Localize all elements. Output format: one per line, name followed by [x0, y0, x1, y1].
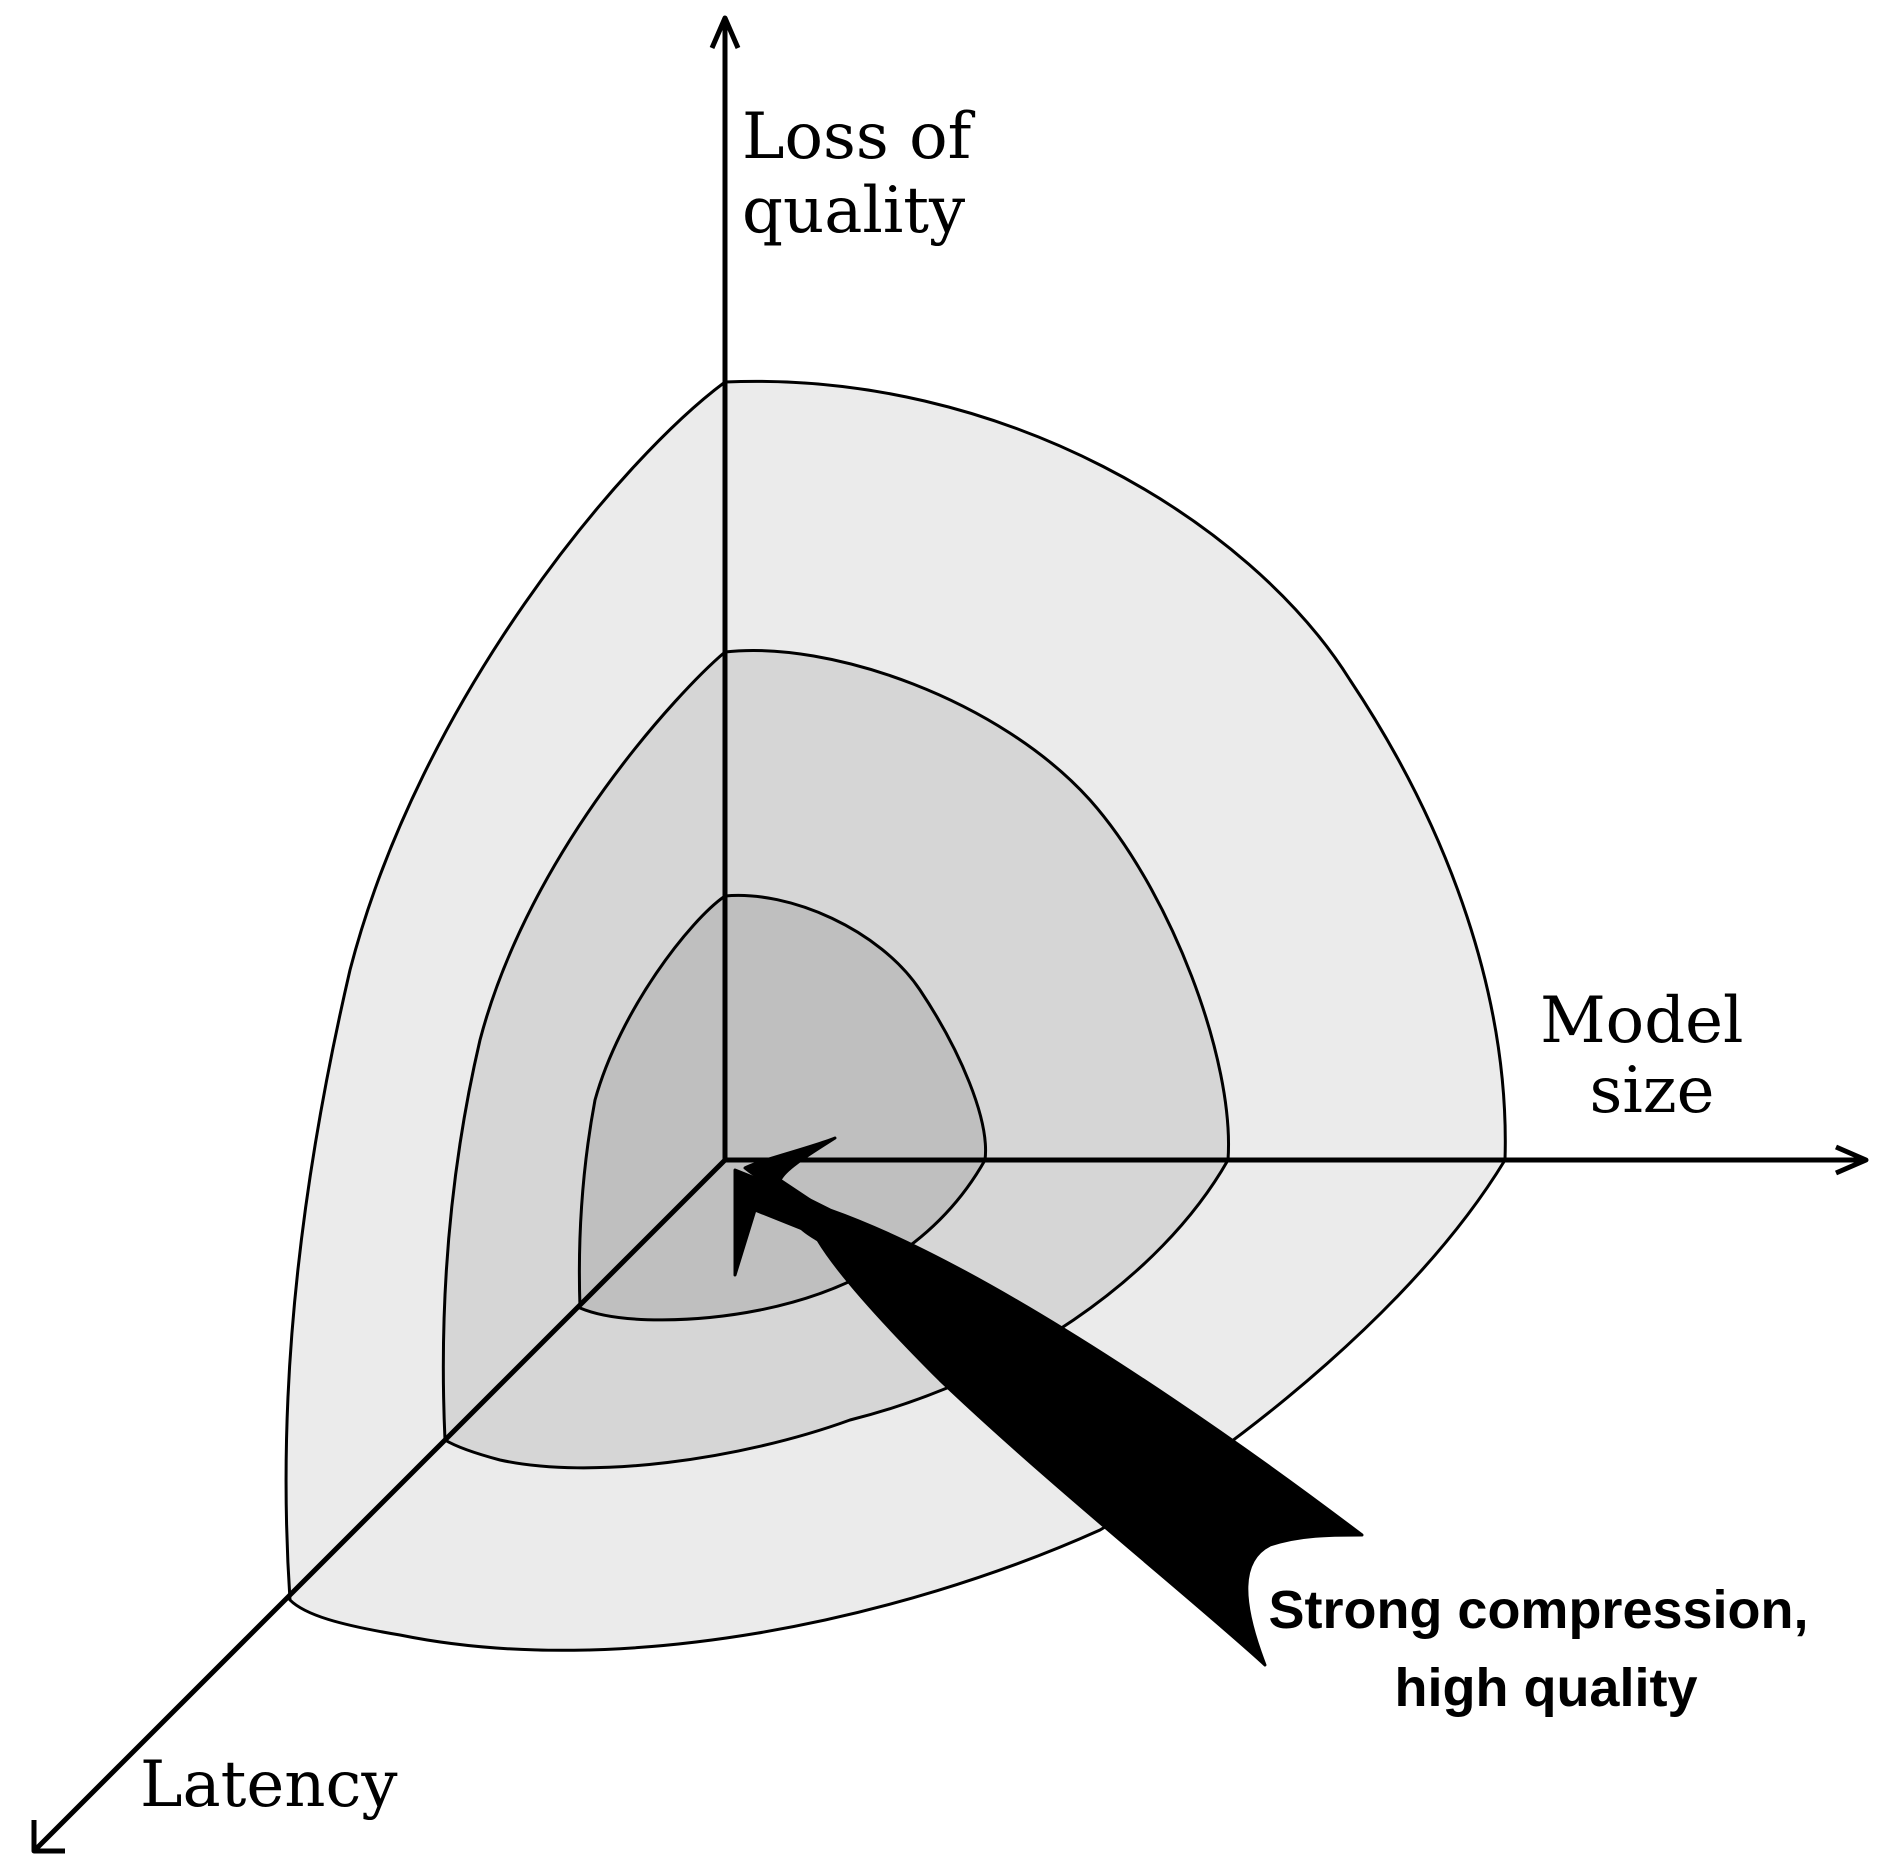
horizontal-axis-label: Model size: [1540, 984, 1764, 1128]
vertical-axis-label: Loss of quality: [742, 100, 992, 248]
arrow-head: [733, 1168, 832, 1277]
callout-label: Strong compression, high quality: [1268, 1580, 1823, 1718]
horizontal-axis: [725, 1144, 1869, 1176]
vertical-axis: [709, 15, 741, 1160]
diagonal-axis-label: Latency: [140, 1748, 397, 1822]
diagonal-axis: [31, 1158, 727, 1854]
inner-region: [577, 893, 988, 1322]
